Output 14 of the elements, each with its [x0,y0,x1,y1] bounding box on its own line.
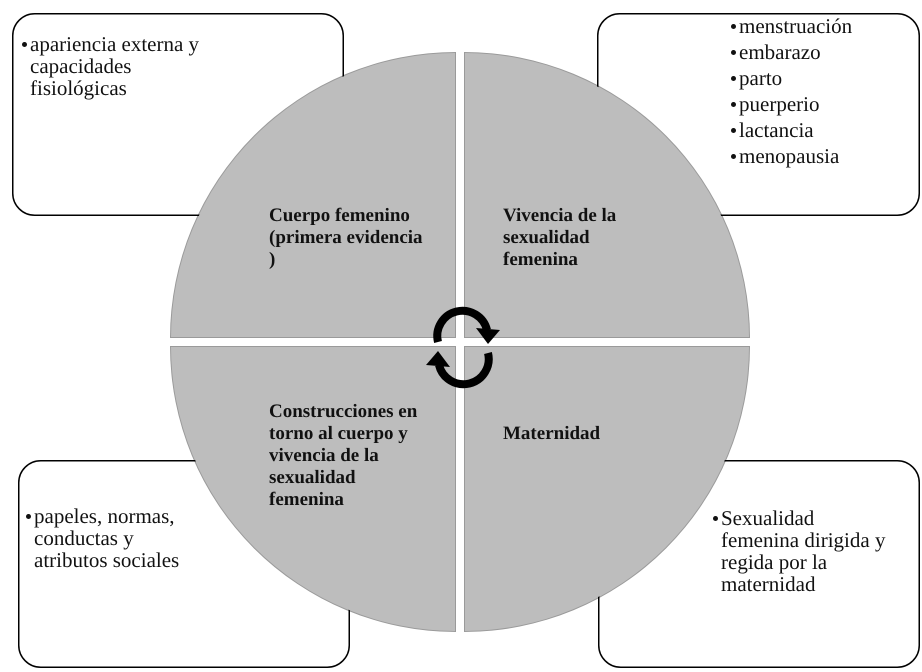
list-item: puerperio [739,91,820,117]
list-item: papeles, normas, conductas y atributos sociales [34,505,180,571]
list-item: Sexualidad femenina dirigida y regida por la maternidad [721,507,886,595]
list-item: apariencia externa y capacidades fisiológicas [30,33,200,99]
list-item: menopausia [739,143,840,169]
segment-title: Vivencia de la sexualidad femenina [503,205,618,271]
segment-title: Maternidad [503,423,602,445]
list-item: parto [739,65,782,91]
list-item: lactancia [739,117,814,143]
segment-title: Cuerpo femenino (primera evidencia ) [269,205,424,271]
segment-title: Construcciones en torno al cuerpo y vivencia de la sexualidad femenina [269,401,418,511]
list-item: embarazo [739,39,821,65]
list-item: menstruación [739,13,852,39]
text-box [598,460,920,668]
